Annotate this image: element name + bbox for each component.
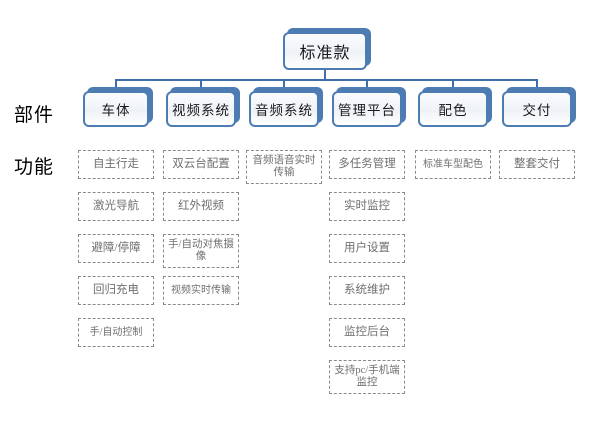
node-face: 交付 [502,91,572,127]
node-delivery[interactable]: 交付 [502,87,576,127]
node-label-delivery: 交付 [522,103,552,118]
leaf-management-platform-3[interactable]: 用户设置 [329,234,405,263]
node-face: 配色 [418,91,488,127]
node-face: 视频系统 [166,91,236,127]
node-face: 标准款 [283,32,367,70]
node-label-video-system: 视频系统 [172,103,230,118]
row-label-functions: 功能 [14,157,55,178]
leaf-management-platform-6[interactable]: 支持pc/手机端监控 [329,360,405,394]
leaf-chassis-4[interactable]: 回归充电 [78,276,154,305]
node-color-scheme[interactable]: 配色 [418,87,492,127]
connector-drop-color-scheme [452,79,454,91]
node-label-audio-system: 音频系统 [255,103,313,118]
connector-drop-management-platform [366,79,368,91]
node-management-platform[interactable]: 管理平台 [332,87,406,127]
node-audio-system[interactable]: 音频系统 [249,87,323,127]
leaf-video-system-3[interactable]: 手/自动对焦摄像 [163,234,239,268]
connector-root-stem [324,70,326,79]
leaf-color-scheme-1[interactable]: 标准车型配色 [415,150,491,179]
connector-drop-video-system [200,79,202,91]
node-face: 音频系统 [249,91,319,127]
leaf-management-platform-4[interactable]: 系统维护 [329,276,405,305]
leaf-management-platform-2[interactable]: 实时监控 [329,192,405,221]
leaf-video-system-2[interactable]: 红外视频 [163,192,239,221]
leaf-chassis-3[interactable]: 避障/停障 [78,234,154,263]
leaf-management-platform-1[interactable]: 多任务管理 [329,150,405,179]
connector-drop-chassis [115,79,117,91]
leaf-delivery-1[interactable]: 整套交付 [499,150,575,179]
node-face: 车体 [83,91,149,127]
node-label-management-platform: 管理平台 [338,103,396,118]
node-face: 管理平台 [332,91,402,127]
connector-drop-delivery [536,79,538,91]
leaf-management-platform-5[interactable]: 监控后台 [329,318,405,347]
node-label-chassis: 车体 [101,103,131,118]
node-video-system[interactable]: 视频系统 [166,87,240,127]
leaf-chassis-5[interactable]: 手/自动控制 [78,318,154,347]
leaf-audio-system-1[interactable]: 音频语音实时传输 [246,150,322,184]
row-label-parts: 部件 [14,105,55,126]
leaf-video-system-4[interactable]: 视频实时传输 [163,276,239,305]
node-root-label: 标准款 [299,45,351,62]
leaf-chassis-2[interactable]: 激光导航 [78,192,154,221]
connector-bus [116,79,537,81]
connector-drop-audio-system [283,79,285,91]
node-root[interactable]: 标准款 [283,28,371,70]
leaf-video-system-1[interactable]: 双云台配置 [163,150,239,179]
node-chassis[interactable]: 车体 [83,87,153,127]
leaf-chassis-1[interactable]: 自主行走 [78,150,154,179]
node-label-color-scheme: 配色 [438,103,468,118]
